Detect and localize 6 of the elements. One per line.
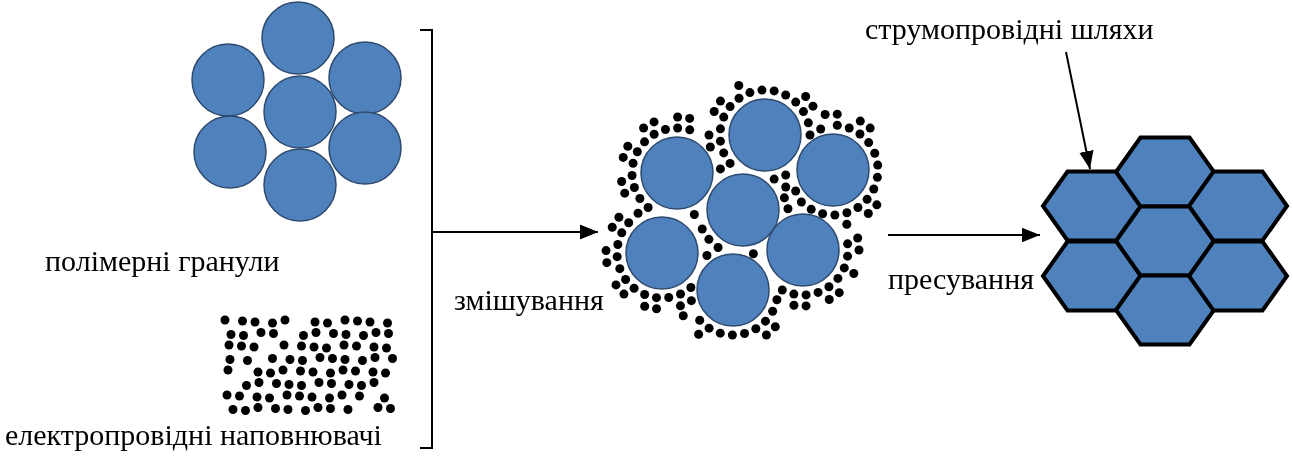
label-text: електропровідні наповнювачі xyxy=(5,418,382,451)
label-text: полімерні гранули xyxy=(45,244,280,277)
leader-arrow xyxy=(1065,51,1094,170)
arrow xyxy=(887,227,1041,243)
bracket-line xyxy=(419,224,599,449)
callout-text: струмопровідні шляхи xyxy=(865,12,1155,45)
